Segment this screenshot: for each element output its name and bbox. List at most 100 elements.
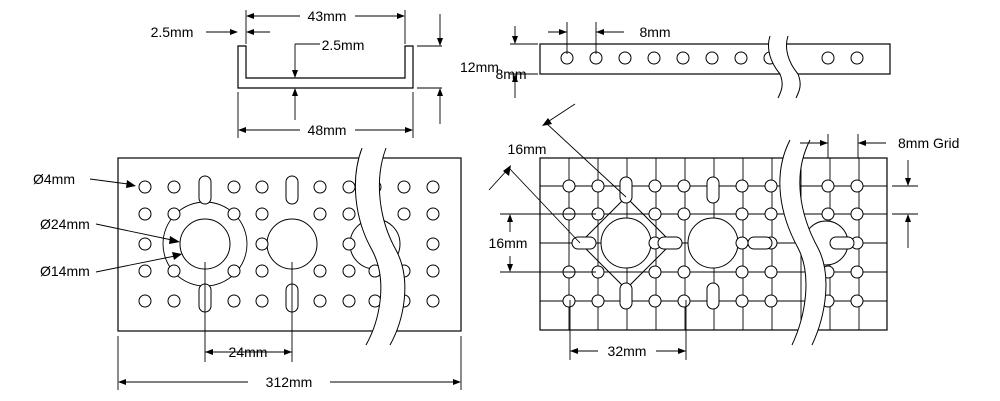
small-hole — [764, 294, 778, 308]
hole-strip: 8mm 8mm — [495, 22, 891, 99]
small-hole — [677, 207, 691, 221]
channel-height-label: 12mm — [460, 59, 499, 75]
small-hole — [676, 51, 690, 65]
small-hole — [342, 237, 356, 251]
strip-hole-spacing-label: 8mm — [639, 24, 670, 40]
small-hole — [227, 264, 241, 278]
small-hole — [342, 294, 356, 308]
small-hole — [426, 264, 440, 278]
small-hole — [677, 179, 691, 193]
small-hole — [647, 51, 661, 65]
slot-hole — [285, 175, 299, 205]
small-hole — [591, 294, 605, 308]
small-hole — [735, 179, 749, 193]
small-hole — [426, 294, 440, 308]
small-hole — [648, 294, 662, 308]
small-hole — [648, 179, 662, 193]
channel-wall-thickness-label: 2.5mm — [322, 37, 365, 53]
small-hole — [591, 179, 605, 193]
small-hole — [821, 51, 835, 65]
small-hole — [734, 51, 748, 65]
grid-size-label: 8mm Grid — [898, 135, 959, 151]
small-hole — [850, 51, 864, 65]
large-hub-hole — [687, 217, 739, 269]
small-hole — [138, 180, 152, 194]
pattern-plate: Ø4mm Ø24mm Ø14mm 24mm 312mm — [33, 147, 462, 390]
small-hole — [167, 264, 181, 278]
small-hole — [313, 180, 327, 194]
small-hole — [138, 237, 152, 251]
overall-length-label: 312mm — [266, 374, 313, 390]
slot-hole — [706, 282, 720, 310]
small-hole — [850, 294, 864, 308]
small-hole — [677, 294, 691, 308]
slot-hole — [657, 236, 683, 250]
small-hole — [255, 237, 269, 251]
small-hole — [735, 236, 749, 250]
strip-height-label: 8mm — [495, 66, 526, 82]
grid-hub-spacing-label: 32mm — [608, 343, 647, 359]
small-hole — [618, 51, 632, 65]
small-hole — [167, 207, 181, 221]
slot-hole — [829, 236, 855, 250]
small-hole — [764, 207, 778, 221]
large-hub-hole — [266, 218, 318, 270]
small-hole-diameter-label: Ø4mm — [33, 171, 75, 187]
small-hole — [648, 207, 662, 221]
large-hub-hole — [179, 218, 231, 270]
small-hole — [138, 264, 152, 278]
slot-hole — [619, 282, 633, 310]
small-hole — [313, 264, 327, 278]
small-hole — [227, 207, 241, 221]
grid-plate: 16mm 8mm Grid 16mm 32mm — [489, 103, 959, 360]
small-hole — [397, 207, 411, 221]
small-hole — [255, 180, 269, 194]
small-hole — [313, 294, 327, 308]
large-hub-hole — [600, 217, 652, 269]
bolt-circle-diameter-label: Ø14mm — [40, 263, 90, 279]
hub-spacing-label: 24mm — [229, 344, 268, 360]
channel-cross-section: 43mm 2.5mm 2.5mm 12mm 48mm — [151, 8, 499, 138]
small-hole — [255, 207, 269, 221]
small-hole — [227, 180, 241, 194]
small-hole — [562, 294, 576, 308]
small-hole — [313, 207, 327, 221]
small-hole — [850, 265, 864, 279]
slot-hole — [571, 236, 597, 250]
channel-outer-width-label: 48mm — [308, 122, 347, 138]
small-hole — [255, 294, 269, 308]
small-hole — [764, 179, 778, 193]
channel-inner-width-label: 43mm — [308, 8, 347, 24]
small-hole — [426, 207, 440, 221]
small-hole — [648, 265, 662, 279]
small-hole — [426, 237, 440, 251]
small-hole — [426, 180, 440, 194]
small-hole — [227, 294, 241, 308]
small-hole — [764, 265, 778, 279]
small-hole — [850, 207, 864, 221]
slot-hole — [198, 175, 212, 205]
diamond-size-label: 16mm — [508, 141, 547, 157]
small-hole — [342, 180, 356, 194]
small-hole — [397, 180, 411, 194]
channel-lip-thickness-label: 2.5mm — [151, 24, 194, 40]
small-hole — [138, 294, 152, 308]
small-hole — [735, 207, 749, 221]
small-hole — [562, 179, 576, 193]
small-hole — [735, 265, 749, 279]
slot-hole — [619, 176, 633, 204]
small-hole — [705, 51, 719, 65]
small-hole — [167, 294, 181, 308]
small-hole — [821, 179, 835, 193]
small-hole — [735, 294, 749, 308]
small-hole — [342, 207, 356, 221]
small-hole — [677, 265, 691, 279]
slot-hole — [747, 236, 773, 250]
channel-profile — [237, 45, 414, 89]
small-hole — [850, 179, 864, 193]
row-spacing-label: 16mm — [489, 235, 528, 251]
small-hole — [342, 264, 356, 278]
small-hole — [138, 207, 152, 221]
small-hole — [167, 180, 181, 194]
